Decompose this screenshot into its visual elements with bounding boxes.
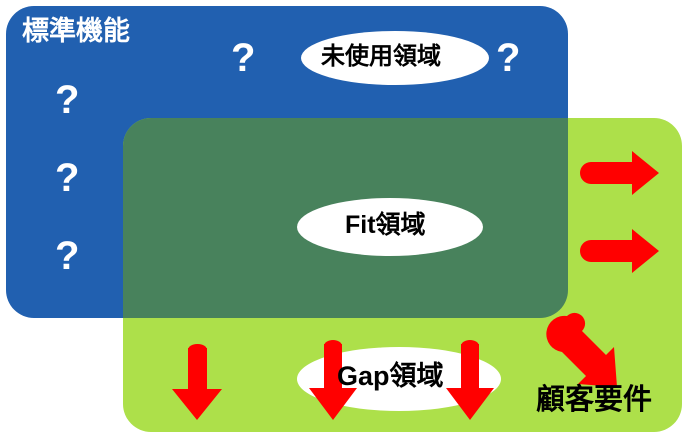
customer-requirements-title: 顧客要件 [536,384,653,416]
fit-area-ellipse [297,198,483,256]
down-right-arrow-icon [546,312,617,387]
question-mark-icon-4: ? [231,36,256,80]
right-arrow-bottom-icon [580,229,659,273]
unused-area-ellipse [301,31,489,85]
right-arrow-top-icon [580,151,659,195]
down-arrow-left-icon [172,344,222,420]
question-mark-icon-2: ? [55,156,80,200]
unused-area-label: 未使用領域 [321,43,441,70]
down-arrow-gap-left-icon [309,340,357,420]
question-mark-icon-3: ? [55,234,80,278]
standard-features-title: 標準機能 [22,16,130,46]
fit-area-label: Fit領域 [345,211,426,239]
gap-area-label: Gap領域 [337,361,444,391]
down-arrow-gap-right-icon [446,340,494,420]
fit-overlap-region [123,118,568,318]
question-mark-icon-5: ? [496,36,521,80]
question-mark-icon-1: ? [55,78,80,122]
